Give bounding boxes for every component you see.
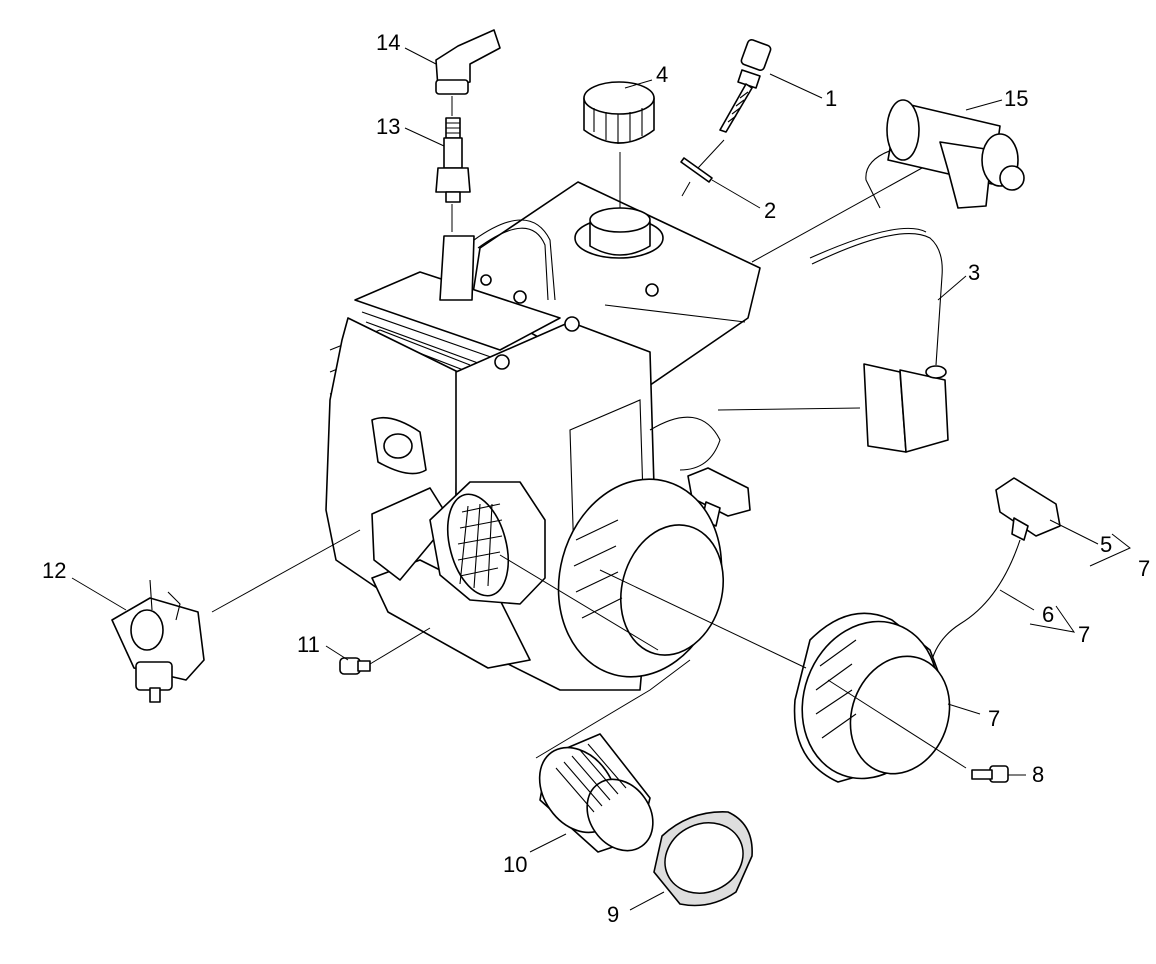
part-7-recoil-starter — [793, 612, 951, 783]
air-cleaner-installed — [429, 481, 546, 605]
callout-2: 2 — [764, 198, 776, 223]
callout-8: 8 — [1032, 762, 1044, 787]
callout-1: 1 — [825, 86, 837, 111]
part-13-spark-plug — [435, 117, 471, 203]
part-10-air-filter-element — [538, 733, 654, 853]
callout-10: 10 — [503, 852, 527, 877]
callout-13: 13 — [376, 114, 400, 139]
part-2-washer — [680, 157, 713, 183]
part-9-foam-precleaner — [653, 811, 753, 907]
callout-5-ref: 7 — [1138, 556, 1150, 581]
callout-14: 14 — [376, 30, 400, 55]
part-1-oil-dipstick — [719, 39, 772, 133]
callout-7: 7 — [988, 706, 1000, 731]
callout-4: 4 — [656, 62, 668, 87]
callout-9: 9 — [607, 902, 619, 927]
callout-15: 15 — [1004, 86, 1028, 111]
part-11-drain-plug — [339, 657, 371, 675]
callout-5: 5 — [1100, 532, 1112, 557]
callout-12: 12 — [42, 558, 66, 583]
callout-11: 11 — [297, 632, 320, 657]
callout-3: 3 — [968, 260, 980, 285]
callout-6: 6 — [1042, 602, 1054, 627]
part-3-ignition-coil — [809, 227, 949, 453]
part-8-bolt — [971, 765, 1009, 783]
part-5-starter-handle — [995, 477, 1061, 541]
leader-lines — [71, 47, 1131, 911]
recoil-starter-installed — [557, 478, 725, 678]
engine-base — [371, 559, 531, 669]
part-14-spark-plug-boot — [435, 29, 501, 95]
part-15-electric-starter — [865, 99, 1025, 209]
part-4-fuel-cap — [583, 81, 655, 144]
carburetor-bracket-installed — [371, 487, 451, 581]
callout-labels: 1 2 3 4 5 7 6 7 7 8 9 10 11 12 13 14 15 — [42, 30, 1150, 927]
part-12-carburetor — [111, 579, 205, 703]
part-6-starter-rope — [929, 539, 1021, 669]
ignition-lead-installed — [439, 219, 556, 301]
fuel-cap-installed — [574, 207, 664, 259]
callout-6-ref: 7 — [1078, 622, 1090, 647]
